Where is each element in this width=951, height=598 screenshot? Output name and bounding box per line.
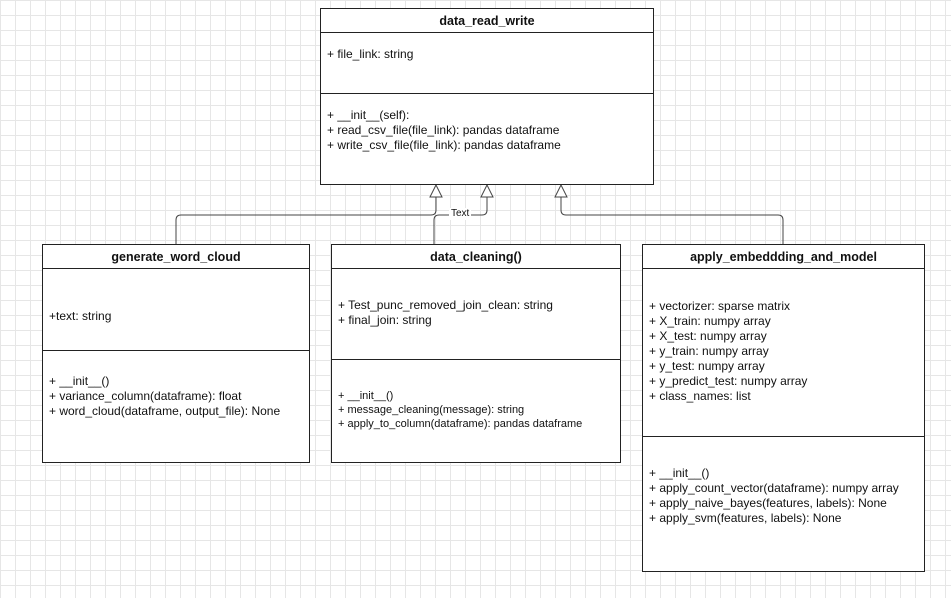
method: + __init__(self): [327,108,410,122]
class-generate-word-cloud[interactable]: generate_word_cloud +text: string + __in… [42,244,310,463]
attribute: + class_names: list [649,389,751,403]
methods-section: + __init__() + variance_column(dataframe… [43,351,309,419]
method: + apply_svm(features, labels): None [649,511,842,525]
method: + message_cleaning(message): string [338,404,525,416]
methods-section: + __init__(self): + read_csv_file(file_l… [321,94,653,153]
generalization-line-generate-word-cloud [175,197,437,244]
attribute: +text: string [49,309,112,323]
method: + write_csv_file(file_link): pandas data… [327,138,561,152]
attribute: + y_train: numpy array [649,344,769,358]
attribute: + y_test: numpy array [649,359,765,373]
inheritance-arrowhead [480,183,494,198]
attributes-section: + Test_punc_removed_join_clean: string +… [332,269,620,360]
generalization-line-apply-embedding [560,197,784,244]
class-apply-embedding-and-model[interactable]: apply_embeddding_and_model + vectorizer:… [642,244,925,572]
attribute: + X_test: numpy array [649,329,767,343]
class-title: data_read_write [321,9,653,33]
method: + apply_count_vector(dataframe): numpy a… [649,481,899,495]
attribute: + y_predict_test: numpy array [649,374,808,388]
class-title: generate_word_cloud [43,245,309,269]
connector-label: Text [449,208,472,220]
methods-section: + __init__() + apply_count_vector(datafr… [643,437,924,526]
attribute: + Test_punc_removed_join_clean: string [338,298,553,312]
generalization-line-data-cleaning [433,197,488,244]
method: + __init__() [649,466,710,480]
attribute: + X_train: numpy array [649,314,771,328]
method: + apply_to_column(dataframe): pandas dat… [338,418,583,430]
inheritance-arrowhead [429,183,443,198]
class-data-read-write[interactable]: data_read_write + file_link: string + __… [320,8,654,185]
attributes-section: + vectorizer: sparse matrix + X_train: n… [643,269,924,437]
class-data-cleaning[interactable]: data_cleaning() + Test_punc_removed_join… [331,244,621,463]
method: + word_cloud(dataframe, output_file): No… [49,404,281,418]
class-title: data_cleaning() [332,245,620,269]
methods-section: + __init__() + message_cleaning(message)… [332,360,620,431]
attribute: + final_join: string [338,313,432,327]
attributes-section: + file_link: string [321,33,653,94]
method: + apply_naive_bayes(features, labels): N… [649,496,887,510]
attribute: + file_link: string [327,47,414,61]
inheritance-arrowhead [554,183,568,198]
method: + __init__() [49,374,110,388]
attribute: + vectorizer: sparse matrix [649,299,791,313]
method: + variance_column(dataframe): float [49,389,242,403]
class-title: apply_embeddding_and_model [643,245,924,269]
method: + read_csv_file(file_link): pandas dataf… [327,123,560,137]
attributes-section: +text: string [43,269,309,351]
method: + __init__() [338,390,394,402]
